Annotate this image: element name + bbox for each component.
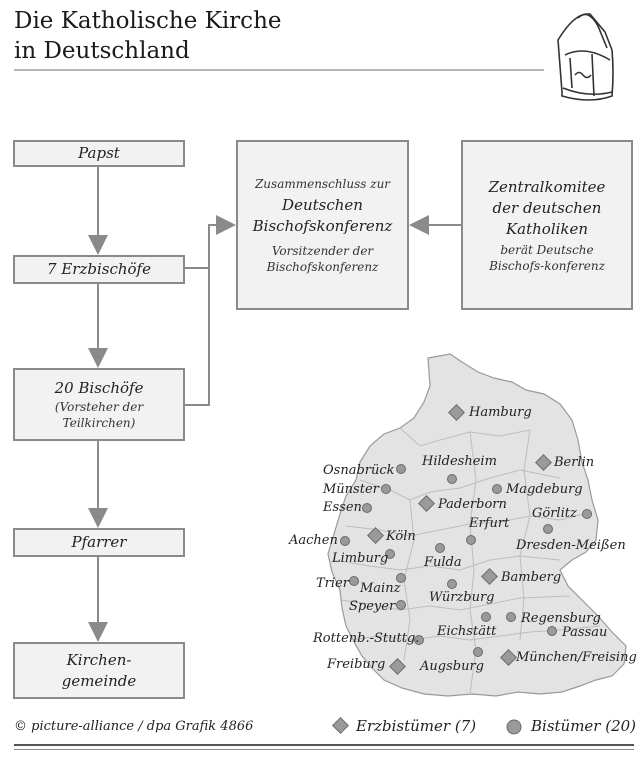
papst-label: Papst — [78, 144, 120, 162]
marker-bamberg — [481, 568, 498, 585]
marker-muenster — [381, 484, 391, 494]
label-passau: Passau — [562, 625, 608, 640]
label-hildesheim: Hildesheim — [422, 454, 497, 469]
legend-diamond-icon — [332, 717, 349, 734]
papst-box: Papst — [13, 140, 185, 167]
footer-rule-1 — [14, 744, 634, 746]
marker-magdeburg — [492, 484, 502, 494]
page-title: Die Katholische Kirche in Deutschland — [14, 6, 282, 66]
title-line-2: in Deutschland — [14, 38, 190, 64]
bischoefe-note: (Vorsteher der Teilkirchen) — [54, 400, 144, 430]
zdk-name: Zentralkomitee der deutschen Katholiken — [488, 177, 606, 238]
marker-koeln — [367, 527, 384, 544]
gemeinde-label: Kirchen-gemeinde — [61, 650, 137, 690]
conference-chair: Vorsitzender der Bischofskonferenz — [266, 243, 379, 274]
zentralkomitee-box: Zentralkomitee der deutschen Katholiken … — [461, 140, 633, 310]
erzbischoefe-box: 7 Erzbischöfe — [13, 255, 185, 284]
title-rule — [14, 69, 544, 71]
label-bamberg: Bamberg — [501, 570, 562, 585]
legend-diocese: Bistümer (20) — [531, 717, 637, 735]
marker-augsburg — [473, 647, 483, 657]
marker-erfurt — [466, 535, 476, 545]
marker-hildesheim — [447, 474, 457, 484]
label-osnabrueck: Osnabrück — [323, 463, 395, 478]
marker-hamburg — [448, 404, 465, 421]
label-rottenburg: Rottenb.-Stuttg. — [313, 631, 420, 646]
label-augsburg: Augsburg — [420, 659, 484, 674]
conference-name: Deutschen Bischofskonferenz — [252, 195, 393, 235]
label-freiburg: Freiburg — [327, 657, 386, 672]
label-aachen: Aachen — [289, 533, 338, 548]
title-line-1: Die Katholische Kirche — [14, 8, 282, 34]
label-mainz: Mainz — [360, 581, 401, 596]
marker-paderborn — [418, 495, 435, 512]
pfarrer-box: Pfarrer — [13, 528, 185, 557]
marker-speyer — [396, 600, 406, 610]
label-goerlitz: Görlitz — [532, 506, 577, 521]
zdk-note: berät Deutsche Bischofs-konferenz — [489, 242, 605, 273]
label-limburg: Limburg — [332, 551, 389, 566]
legend-circle-icon — [506, 719, 522, 735]
label-paderborn: Paderborn — [438, 497, 507, 512]
marker-berlin — [535, 454, 552, 471]
marker-osnabrueck — [396, 464, 406, 474]
pfarrer-label: Pfarrer — [71, 533, 127, 551]
marker-regensburg — [506, 612, 516, 622]
marker-trier — [349, 576, 359, 586]
label-essen: Essen — [323, 500, 362, 515]
label-muenchen: München/Freising — [516, 650, 637, 665]
marker-muenchen — [500, 649, 517, 666]
marker-aachen — [340, 536, 350, 546]
label-dresden: Dresden-Meißen — [516, 538, 626, 553]
label-regensburg: Regensburg — [521, 611, 601, 626]
marker-fulda — [435, 543, 445, 553]
erzbischoefe-label: 7 Erzbischöfe — [47, 260, 151, 278]
marker-wuerzburg — [447, 579, 457, 589]
marker-passau — [547, 626, 557, 636]
marker-essen — [362, 503, 372, 513]
label-koeln: Köln — [386, 529, 416, 544]
label-eichstaett: Eichstätt — [437, 624, 497, 639]
label-magdeburg: Magdeburg — [506, 482, 583, 497]
label-wuerzburg: Würzburg — [429, 590, 495, 605]
label-trier: Trier — [316, 576, 349, 591]
footer-rule-2 — [14, 749, 634, 750]
bischofskonferenz-box: Zusammenschluss zur Deutschen Bischofsko… — [236, 140, 409, 310]
label-muenster: Münster — [323, 482, 379, 497]
marker-goerlitz — [582, 509, 592, 519]
label-fulda: Fulda — [424, 555, 462, 570]
label-speyer: Speyer — [349, 599, 396, 614]
legend-archdiocese: Erzbistümer (7) — [356, 717, 477, 735]
gemeinde-box: Kirchen-gemeinde — [13, 642, 185, 699]
bischoefe-box: 20 Bischöfe (Vorsteher der Teilkirchen) — [13, 368, 185, 441]
conference-intro: Zusammenschluss zur — [254, 176, 391, 191]
label-berlin: Berlin — [554, 455, 595, 470]
marker-eichstaett — [481, 612, 491, 622]
marker-freiburg — [389, 658, 406, 675]
label-hamburg: Hamburg — [469, 405, 532, 420]
label-erfurt: Erfurt — [469, 516, 510, 531]
bischoefe-label: 20 Bischöfe — [54, 379, 144, 397]
credit: © picture-alliance / dpa Grafik 4866 — [14, 719, 254, 734]
marker-dresden — [543, 524, 553, 534]
